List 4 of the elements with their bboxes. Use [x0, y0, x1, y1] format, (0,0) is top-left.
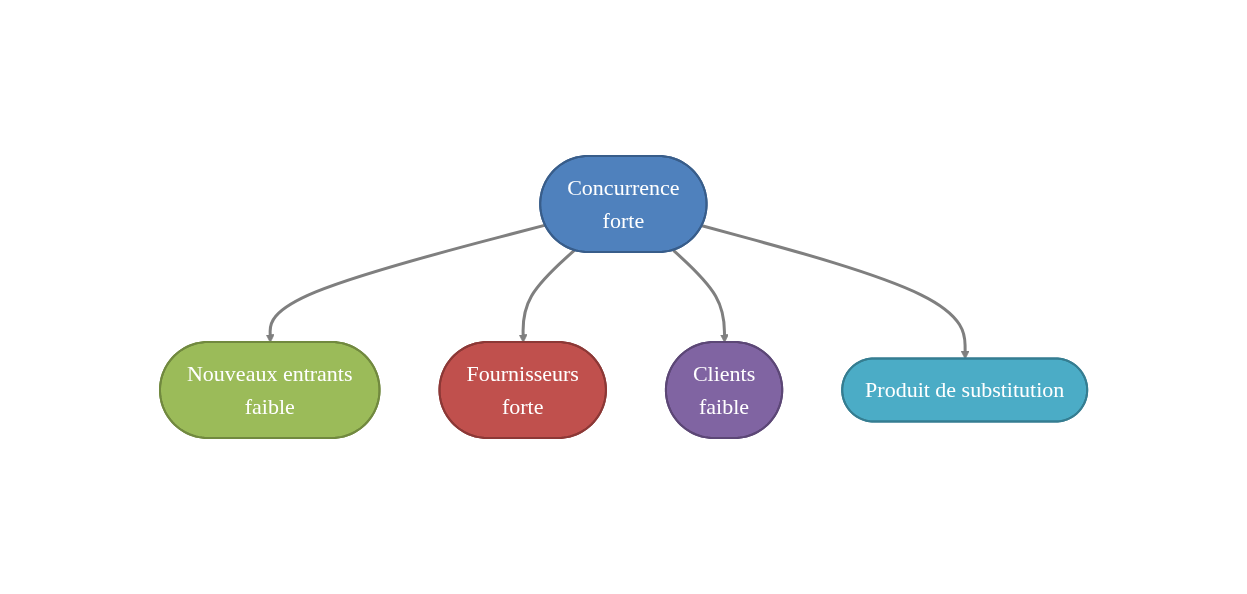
arrow [265, 223, 546, 343]
arrow [701, 224, 970, 360]
arrow [672, 249, 729, 343]
arrow [518, 249, 576, 343]
